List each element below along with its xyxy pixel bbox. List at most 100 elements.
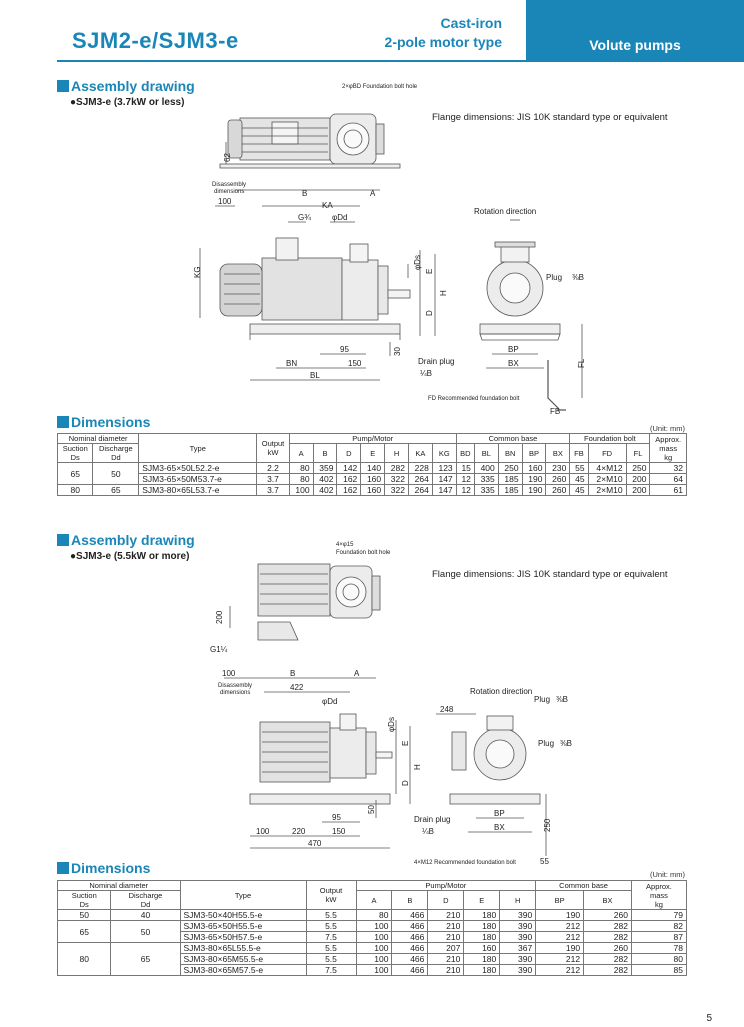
th-nominal-2: Nominal diameter xyxy=(57,880,181,891)
cell-output: 5.5 xyxy=(305,953,357,965)
cell-value: 4×M12 xyxy=(587,462,627,474)
th-suction-2-text: Suction xyxy=(71,891,97,900)
cell-value: 180 xyxy=(463,953,501,965)
cell-type: SJM3-80×65L55.5-e xyxy=(179,942,307,954)
th-col-2: H xyxy=(499,890,537,910)
th-col-2: E xyxy=(463,890,501,910)
motor-side-view xyxy=(261,257,343,321)
th-bolt: Foundation bolt xyxy=(569,433,651,444)
cell-output: 3.7 xyxy=(256,484,290,496)
dim-55: 55 xyxy=(540,857,549,866)
th-mass-2: mass xyxy=(659,443,678,453)
dim-Dd: φDd xyxy=(332,213,347,222)
assembly-title-2: Assembly drawing xyxy=(57,532,195,548)
cell-mass: 32 xyxy=(649,462,687,474)
th-col: BD xyxy=(455,443,475,463)
cell-value: 402 xyxy=(312,473,338,485)
cell-value: 335 xyxy=(473,473,499,485)
dim-E: E xyxy=(425,269,434,274)
cell-value: 15 xyxy=(455,462,475,474)
dim-BX: BX xyxy=(508,359,519,368)
dim-95-2: 95 xyxy=(332,813,341,822)
th-mass-2-3: kg xyxy=(655,899,663,909)
cell-value: 264 xyxy=(407,473,433,485)
pump-casing-side-2 xyxy=(329,727,367,779)
cell-value: 123 xyxy=(431,462,457,474)
th-col-2: D xyxy=(427,890,465,910)
dim-100-3: 100 xyxy=(256,827,270,836)
dimensions-label-2: dimensions xyxy=(220,690,250,696)
cell-value: 160 xyxy=(521,462,547,474)
dim-50: 50 xyxy=(367,805,376,814)
assembly-drawing-2: 4×φ15 Foundation bolt hole 200 G1¼ 100 B… xyxy=(210,542,572,866)
cell-value: 100 xyxy=(355,920,393,932)
th-ds-2: Ds xyxy=(79,900,89,909)
cell-value: 390 xyxy=(499,909,537,921)
th-output-2-text: Output xyxy=(319,886,343,895)
th-type-2: Type xyxy=(179,880,307,910)
dim-BP: BP xyxy=(508,345,519,354)
cell-value: 282 xyxy=(583,964,632,976)
cell-value: 210 xyxy=(427,964,465,976)
th-col-2: A xyxy=(355,890,393,910)
drain-plug-size-2: ¼B xyxy=(422,827,434,836)
dim-G: G¾ xyxy=(298,213,311,222)
cell-mass: 82 xyxy=(630,920,688,932)
subtitle-2: ●SJM3-e (5.5kW or more) xyxy=(70,551,190,562)
dim-250: 250 xyxy=(543,818,552,832)
th-col: E xyxy=(360,443,386,463)
dim-470: 470 xyxy=(308,839,322,848)
cell-value: 260 xyxy=(545,473,571,485)
dim-422: 422 xyxy=(290,683,304,692)
th-col: FD xyxy=(587,443,627,463)
bolt-hole-label-2b: Foundation bolt hole xyxy=(336,550,391,556)
th-col-2: B xyxy=(391,890,429,910)
cell-value: 466 xyxy=(391,920,429,932)
cell-value: 210 xyxy=(427,920,465,932)
dim-Dd-2: φDd xyxy=(322,697,337,706)
th-col: BP xyxy=(521,443,547,463)
type-title: Cast-iron 2-pole motor type xyxy=(340,14,502,52)
th-col: FL xyxy=(625,443,651,463)
cell-value: 12 xyxy=(455,484,475,496)
th-col: BX xyxy=(545,443,571,463)
dim-248: 248 xyxy=(440,705,454,714)
plug-size-2a: ⅜B xyxy=(556,695,568,704)
cell-output: 7.5 xyxy=(305,964,357,976)
cell-value: 2×M10 xyxy=(587,473,627,485)
dim-150-2: 150 xyxy=(332,827,346,836)
th-col: KG xyxy=(431,443,457,463)
th-mass-3: kg xyxy=(664,452,673,462)
bolt-hole-label-2a: 4×φ15 xyxy=(336,542,354,548)
common-base-side xyxy=(249,323,401,335)
dim-FL: FL xyxy=(577,358,586,368)
cell-value: 2×M10 xyxy=(587,484,627,496)
cell-value: 207 xyxy=(427,942,465,954)
cell-suction: 65 xyxy=(56,462,94,485)
dim-KG: KG xyxy=(193,266,202,278)
th-base: Common base xyxy=(455,433,571,444)
dim-30: 30 xyxy=(393,347,402,356)
dim-H: H xyxy=(439,290,448,296)
bolt-note-2: 4×M12 Recommended foundation bolt xyxy=(414,860,516,866)
dim-62: 62 xyxy=(223,153,232,162)
cell-value: 282 xyxy=(583,931,632,943)
type-line-2: 2-pole motor type xyxy=(384,34,502,50)
header-rule xyxy=(57,60,744,62)
dim-A-2: A xyxy=(354,669,360,678)
cell-value: 100 xyxy=(355,942,393,954)
th-discharge-2-text: Discharge xyxy=(128,891,163,900)
cell-value: 185 xyxy=(497,473,523,485)
cell-value: 100 xyxy=(355,931,393,943)
cell-value: 228 xyxy=(407,462,433,474)
square-icon xyxy=(57,416,69,428)
category-tab: Volute pumps xyxy=(526,0,744,62)
disassembly-label-2: Disassembly xyxy=(218,683,252,689)
